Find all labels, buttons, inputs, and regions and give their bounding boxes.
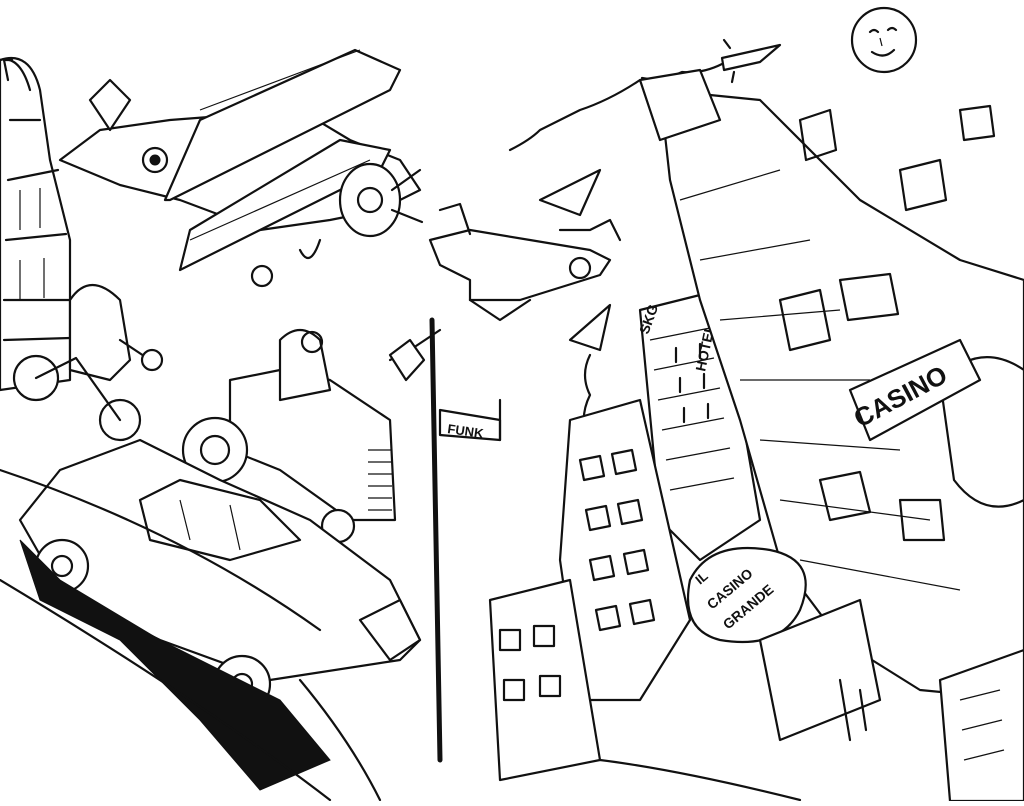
biplane-icon — [58, 48, 424, 288]
street-lamp-icon — [388, 317, 502, 763]
moon-face-icon — [850, 6, 918, 74]
smoke-trail — [508, 78, 642, 152]
jet-plane-icon — [428, 168, 622, 322]
casino-building — [638, 68, 1024, 702]
casino-grande-sign — [686, 546, 807, 644]
dome-building — [0, 56, 72, 392]
motorcycle-rider — [12, 284, 164, 442]
funk-sign-text: FUNK — [447, 421, 485, 441]
street-details — [598, 598, 1024, 803]
road — [0, 468, 382, 802]
casino-sign — [848, 338, 982, 442]
tractor-icon — [181, 328, 397, 544]
building-icon — [488, 398, 692, 782]
